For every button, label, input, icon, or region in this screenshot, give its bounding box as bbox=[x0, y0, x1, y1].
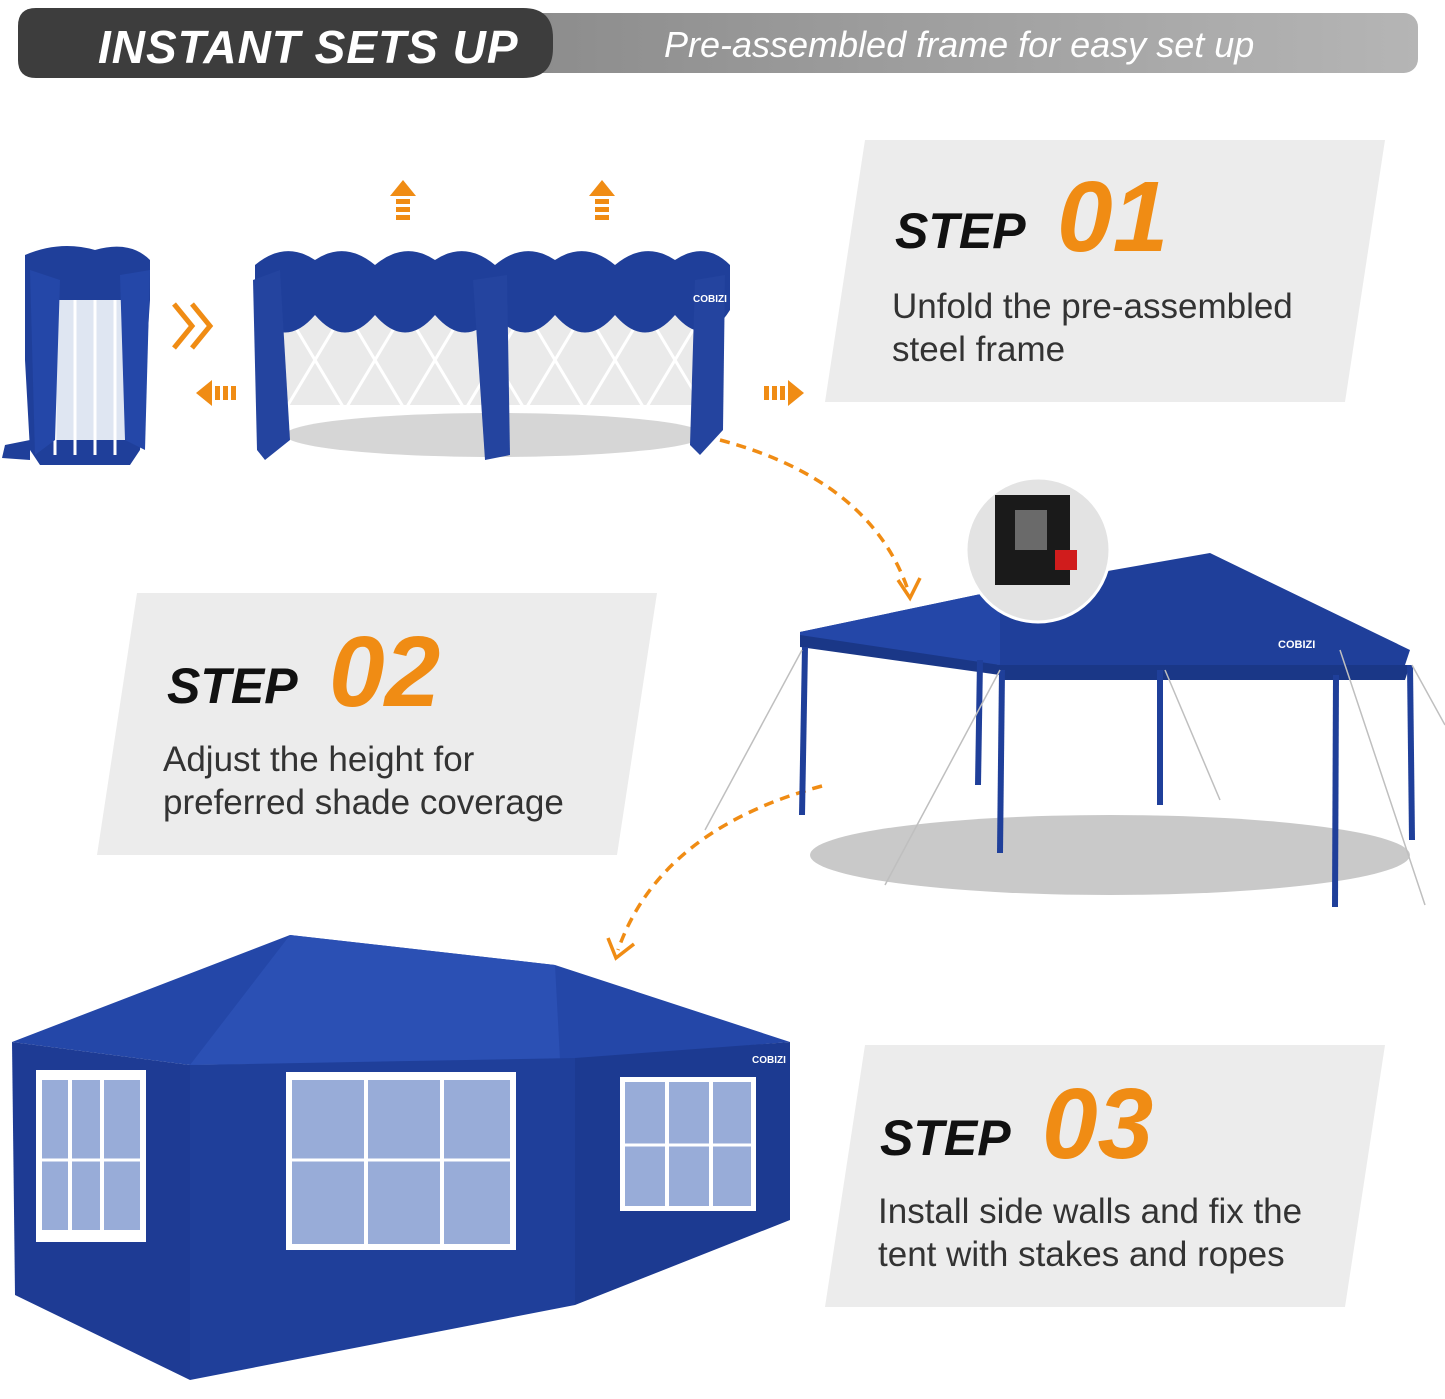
header-banner: INSTANT SETS UP Pre-assembled frame for … bbox=[18, 8, 1418, 78]
step-label: STEP bbox=[167, 658, 298, 714]
arrow-left-icon bbox=[196, 380, 236, 406]
panel-background bbox=[97, 593, 657, 855]
step-description-line2: tent with stakes and ropes bbox=[878, 1235, 1285, 1274]
chevron-double-right-icon bbox=[172, 302, 214, 350]
step-number: 03 bbox=[1042, 1068, 1154, 1180]
banner-subtitle: Pre-assembled frame for easy set up bbox=[664, 24, 1255, 65]
walled-tent-image: COBIZI bbox=[12, 935, 790, 1380]
folded-tent-image bbox=[2, 246, 150, 465]
step-01-panel: STEP 01 Unfold the pre-assembled steel f… bbox=[825, 140, 1385, 402]
step-number: 01 bbox=[1057, 161, 1169, 273]
arrow-up-icon bbox=[589, 180, 615, 220]
banner-title: INSTANT SETS UP bbox=[98, 21, 519, 73]
arrow-right-icon bbox=[764, 380, 804, 406]
unfolding-tent-image: COBIZI bbox=[253, 251, 730, 460]
canopy-tent-image: COBIZI bbox=[704, 476, 1445, 908]
brand-logo: COBIZI bbox=[1278, 639, 1315, 651]
step-description-line2: steel frame bbox=[892, 330, 1066, 369]
step-description-line1: Unfold the pre-assembled bbox=[892, 287, 1293, 326]
step-description-line1: Install side walls and fix the bbox=[878, 1192, 1303, 1231]
step-label: STEP bbox=[895, 203, 1026, 259]
panel-background bbox=[825, 140, 1385, 402]
panel-background bbox=[825, 1045, 1385, 1307]
step-label: STEP bbox=[880, 1110, 1011, 1166]
step-03-panel: STEP 03 Install side walls and fix the t… bbox=[825, 1045, 1385, 1307]
step-description-line1: Adjust the height for bbox=[163, 740, 475, 779]
dashed-flow-arrows bbox=[606, 438, 922, 961]
brand-logo: COBIZI bbox=[752, 1055, 786, 1066]
brand-logo: COBIZI bbox=[693, 294, 727, 305]
step-number: 02 bbox=[329, 616, 441, 728]
step-description-line2: preferred shade coverage bbox=[163, 783, 564, 822]
banner-shape bbox=[18, 8, 1418, 78]
step-02-panel: STEP 02 Adjust the height for preferred … bbox=[97, 593, 657, 855]
arrow-up-icon bbox=[390, 180, 416, 220]
